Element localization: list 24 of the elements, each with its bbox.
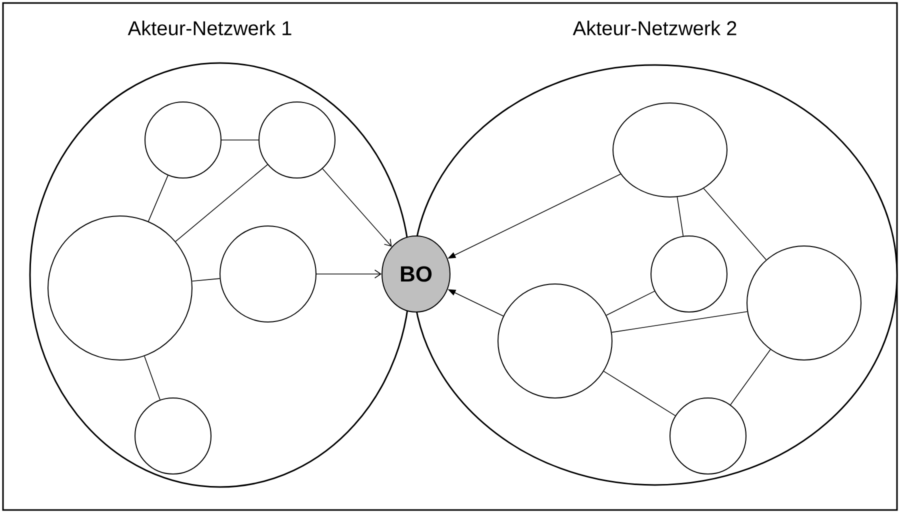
node-label: Akteur-Netzwerk 2 bbox=[572, 20, 736, 36]
connector-line bbox=[175, 164, 268, 242]
actor-circle bbox=[670, 397, 746, 474]
actor-circle bbox=[612, 102, 728, 198]
actor-circle bbox=[220, 225, 316, 322]
actor-circle bbox=[498, 284, 612, 398]
arrow bbox=[316, 270, 382, 278]
connector-line bbox=[611, 311, 748, 333]
actor-circle bbox=[48, 216, 192, 360]
actor-circle bbox=[258, 102, 336, 178]
actor-circle bbox=[650, 235, 728, 312]
actor-circle bbox=[144, 102, 222, 178]
connector-line bbox=[676, 196, 684, 236]
connector-line bbox=[730, 349, 771, 406]
connector-line bbox=[192, 278, 220, 282]
connector-line bbox=[703, 188, 767, 260]
node-label: Akteur-Netzwerk 1 bbox=[128, 20, 292, 36]
actor-circle bbox=[746, 245, 862, 360]
actor-circle bbox=[134, 397, 212, 474]
connector-line bbox=[603, 370, 676, 416]
connector-line bbox=[148, 175, 168, 222]
arrow bbox=[322, 168, 392, 247]
connector-line bbox=[606, 290, 655, 316]
connector-line bbox=[144, 356, 160, 400]
